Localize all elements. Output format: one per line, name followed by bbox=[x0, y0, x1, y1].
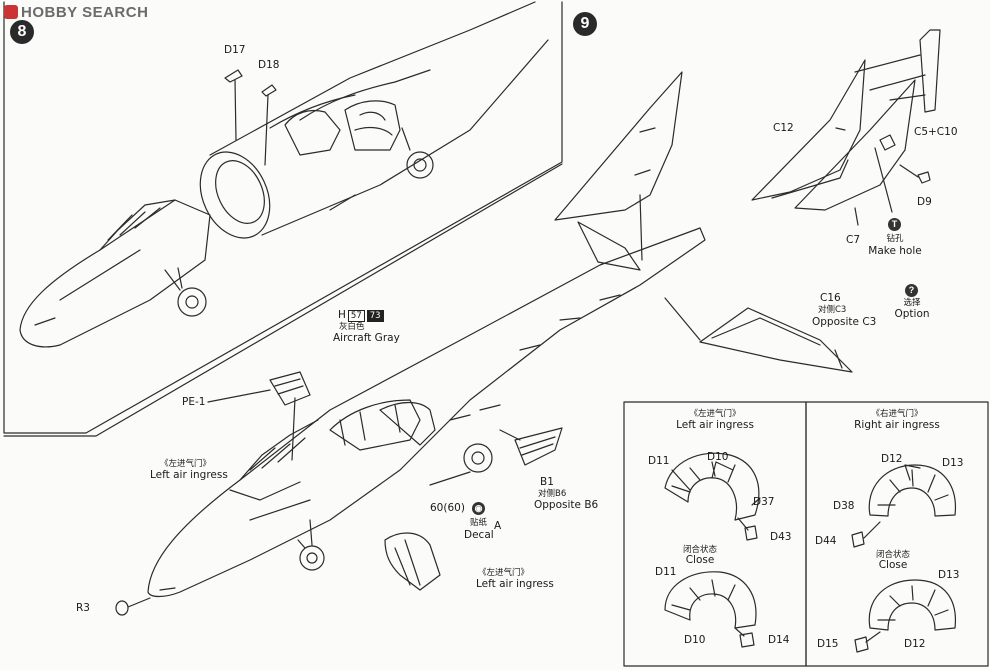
paint-code-73: 73 bbox=[366, 310, 384, 322]
step9-main-fuselage bbox=[115, 227, 706, 616]
inset-right-title-cn: 《右进气门》 bbox=[871, 409, 923, 419]
decal-icon: ◉ bbox=[472, 502, 485, 515]
step9-frame bbox=[3, 163, 563, 437]
label-c12: C12 bbox=[773, 122, 794, 134]
logo-icon bbox=[4, 5, 18, 19]
inset-right-d12b: D12 bbox=[904, 638, 926, 650]
step-8-badge: 8 bbox=[10, 20, 34, 44]
inset-right-d13b: D13 bbox=[938, 569, 960, 581]
inset-left-parts bbox=[664, 452, 761, 648]
label-option: Option bbox=[894, 308, 930, 320]
step8-rear-fuselage bbox=[199, 1, 549, 239]
intake-door bbox=[384, 532, 441, 591]
step8-nose-section bbox=[19, 199, 211, 348]
inset-right-d15: D15 bbox=[817, 638, 839, 650]
drill-icon: T bbox=[888, 218, 901, 231]
inset-right-close: Close bbox=[878, 559, 908, 571]
inset-left-d10: D10 bbox=[707, 451, 729, 463]
label-gray-cn: 灰白色 bbox=[339, 322, 365, 332]
inset-left-d10b: D10 bbox=[684, 634, 706, 646]
label-pe1: PE-1 bbox=[182, 396, 206, 408]
label-c7: C7 bbox=[846, 234, 861, 246]
step-9-badge: 9 bbox=[573, 12, 597, 36]
label-decal-a: A bbox=[494, 520, 502, 532]
inset-right-d44: D44 bbox=[815, 535, 837, 547]
label-opposite-c3: Opposite C3 bbox=[812, 316, 877, 328]
pe1-part bbox=[269, 371, 311, 406]
label-left-air: Left air ingress bbox=[150, 469, 228, 481]
label-left-air2-cn: 《左进气门》 bbox=[478, 568, 530, 578]
d18-part bbox=[261, 84, 277, 97]
label-make-hole: Make hole bbox=[868, 245, 922, 257]
label-decal: Decal bbox=[464, 529, 494, 541]
inset-left-d11: D11 bbox=[648, 455, 670, 467]
inset-left-d37: D37 bbox=[753, 496, 775, 508]
label-left-air2: Left air ingress bbox=[476, 578, 554, 590]
label-b1: B1 bbox=[540, 476, 554, 488]
inset-right-frame bbox=[805, 401, 989, 667]
d17-part bbox=[224, 69, 243, 83]
inset-left-close-cn: 闭合状态 bbox=[682, 545, 718, 555]
label-r3: R3 bbox=[76, 602, 90, 614]
label-option-cn: 选择 bbox=[903, 298, 921, 308]
b1-part bbox=[514, 427, 563, 466]
step9-stabilizer bbox=[664, 297, 853, 373]
label-d17: D17 bbox=[224, 44, 246, 56]
label-d18: D18 bbox=[258, 59, 280, 71]
label-decal-cn: 贴纸 bbox=[470, 518, 488, 528]
paint-code-57: 57 bbox=[347, 310, 365, 322]
inset-right-close-cn: 闭合状态 bbox=[875, 550, 911, 560]
step9-tail-parts bbox=[751, 29, 941, 226]
step8-frame bbox=[3, 1, 563, 434]
label-left-air-cn: 《左进气门》 bbox=[160, 459, 212, 469]
label-c16: C16 bbox=[820, 292, 841, 304]
label-opposite-b6: Opposite B6 bbox=[534, 499, 599, 511]
inset-right-d12: D12 bbox=[881, 453, 903, 465]
label-part-60: 60(60) bbox=[430, 502, 465, 514]
inset-left-d43: D43 bbox=[770, 531, 792, 543]
inset-right-d38: D38 bbox=[833, 500, 855, 512]
step9-tail-fin bbox=[554, 71, 683, 271]
inset-left-d14: D14 bbox=[768, 634, 790, 646]
label-opposite-c3-cn: 对侧C3 bbox=[818, 305, 847, 315]
label-drill-cn: 钻孔 bbox=[886, 234, 904, 244]
label-d9: D9 bbox=[917, 196, 932, 208]
r3-part bbox=[115, 600, 129, 616]
label-aircraft-gray: Aircraft Gray bbox=[333, 332, 400, 344]
option-icon: ? bbox=[905, 284, 918, 297]
watermark: HOBBY SEARCH bbox=[4, 4, 148, 21]
inset-left-d11b: D11 bbox=[655, 566, 677, 578]
inset-left-title-cn: 《左进气门》 bbox=[689, 409, 741, 419]
label-opposite-b6-cn: 对侧B6 bbox=[538, 489, 567, 499]
inset-right-parts bbox=[851, 464, 957, 653]
inset-left-title: Left air ingress bbox=[676, 419, 754, 431]
inset-left-close: Close bbox=[685, 554, 715, 566]
label-c5-c10: C5+C10 bbox=[914, 126, 958, 138]
inset-right-d13: D13 bbox=[942, 457, 964, 469]
inset-right-title: Right air ingress bbox=[854, 419, 940, 431]
